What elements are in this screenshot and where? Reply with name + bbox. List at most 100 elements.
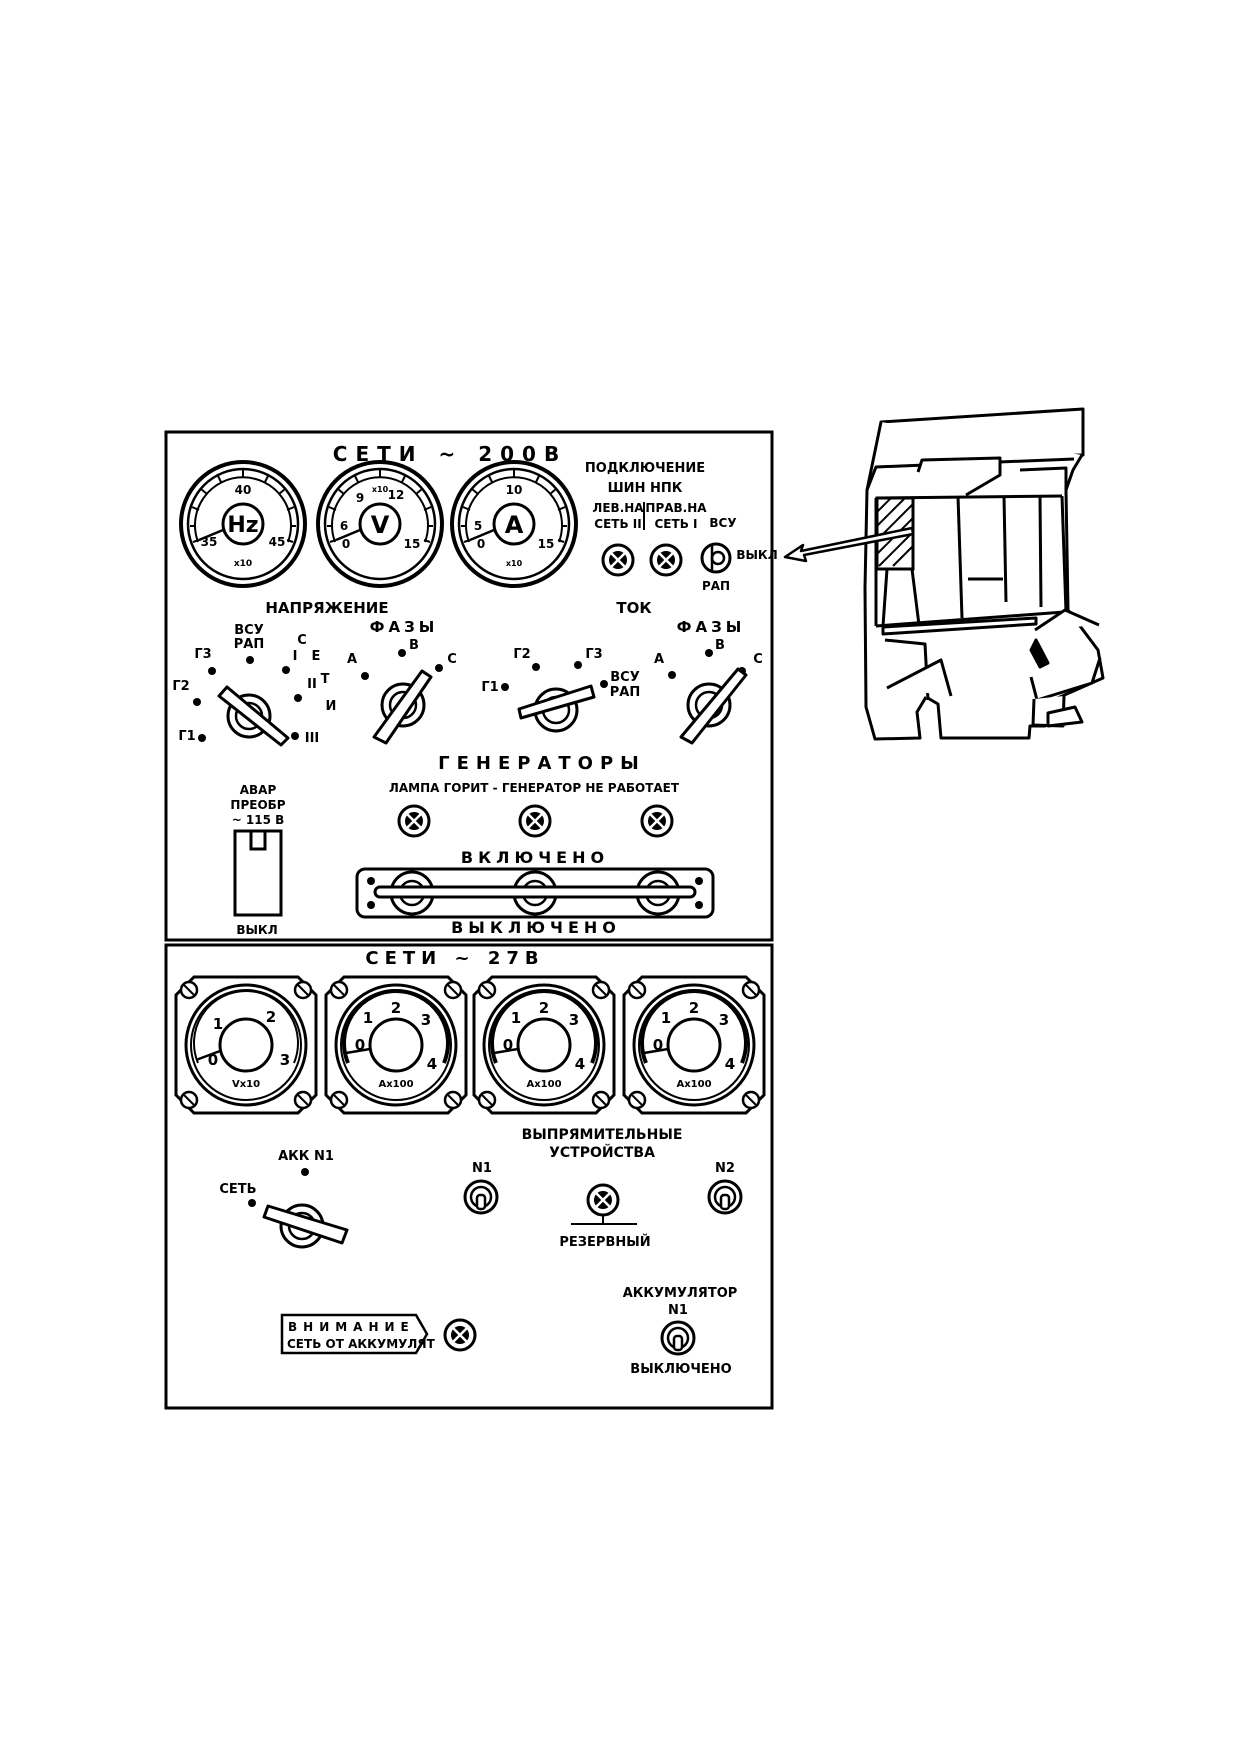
a-tick-0: 0: [477, 537, 485, 551]
voltage-gauge: V 0 6 9 12 15 x10: [316, 460, 444, 588]
current-section-label: ТОК: [616, 599, 652, 617]
sw1-t: Т: [321, 672, 330, 687]
sw1-c: С: [297, 633, 307, 648]
generators-label: ГЕНЕРАТОРЫ: [438, 753, 646, 774]
npk-title-1: ПОДКЛЮЧЕНИЕ: [585, 461, 705, 476]
ga2-unit: Ax100: [526, 1079, 561, 1090]
ga3-tick-1: 1: [661, 1009, 671, 1027]
gv-unit: Vx10: [232, 1079, 260, 1090]
generator-3-lamp[interactable]: [640, 804, 674, 838]
sw1-e: Е: [312, 649, 321, 664]
vsu-rap-switch[interactable]: [700, 542, 732, 574]
hz-tick-45: 45: [269, 535, 286, 549]
avar-converter-switch[interactable]: [233, 829, 283, 917]
battery-warning-lamp[interactable]: [443, 1318, 477, 1352]
sw2-c: С: [447, 652, 457, 667]
reserve-label: РЕЗЕРВНЫЙ: [559, 1234, 650, 1250]
source-selector-27[interactable]: [262, 1203, 349, 1249]
sw1-g3: Г3: [194, 647, 211, 662]
gauge-27-amp-1: 0 1 2 3 4 Ax100: [324, 975, 468, 1115]
hz-tick-35: 35: [201, 535, 218, 549]
sw2-b: В: [409, 638, 419, 653]
battery-label: АККУМУЛЯТОР: [623, 1286, 738, 1301]
sw1-r1: I: [293, 649, 298, 664]
npk-right-2: СЕТЬ I: [655, 517, 698, 531]
sw3-vsu: ВСУ: [610, 670, 639, 685]
gv-tick-2: 2: [266, 1008, 276, 1026]
a-unit: A: [505, 511, 524, 539]
ga2-tick-3: 3: [569, 1011, 579, 1029]
battery-toggle[interactable]: [660, 1320, 696, 1356]
phases-label-1: ФАЗЫ: [370, 618, 439, 636]
generator-1-lamp[interactable]: [397, 804, 431, 838]
v-tick-15: 15: [404, 537, 421, 551]
set-dot: [248, 1199, 256, 1207]
a-multiplier: x10: [506, 559, 523, 568]
ga1-tick-0: 0: [355, 1036, 365, 1054]
ga2-tick-4: 4: [575, 1055, 585, 1073]
avar-label-3: ~ 115 В: [232, 813, 285, 827]
gauge-27-amp-2: 0 1 2 3 4 Ax100: [472, 975, 616, 1115]
panel-27-frame: [164, 943, 774, 1410]
sw1-vsu: ВСУ: [234, 623, 263, 638]
voltage-phase-selector[interactable]: А В С: [347, 638, 457, 745]
hz-unit: Hz: [227, 513, 258, 538]
panel-200-frame: [164, 430, 774, 942]
warning-text: СЕТЬ ОТ АККУМУЛЯТ: [287, 1337, 436, 1351]
gv-tick-0: 0: [208, 1051, 218, 1069]
reserve-lamp[interactable]: [586, 1183, 620, 1217]
hz-tick-40: 40: [235, 483, 252, 497]
npk-rap-label: РАП: [702, 579, 730, 593]
current-source-selector[interactable]: Г2 Г3 Г1 ВСУ РАП: [481, 647, 640, 733]
generators-on-label: ВКЛЮЧЕНО: [461, 848, 609, 867]
npk-left-2: СЕТЬ II: [594, 517, 641, 531]
rectifier-n2-toggle[interactable]: [707, 1179, 743, 1215]
avar-label-1: АВАР: [240, 783, 277, 797]
sw1-r2: II: [307, 677, 317, 692]
avar-off-label: ВЫКЛ: [236, 923, 277, 937]
battery-warning-sign: ВНИМАНИЕ СЕТЬ ОТ АККУМУЛЯТ: [280, 1313, 436, 1355]
sw1-i: И: [326, 699, 337, 714]
v-tick-6: 6: [340, 519, 348, 533]
rectifier-n1-label: N1: [472, 1161, 492, 1176]
v-multiplier: x10: [372, 485, 389, 494]
cockpit-location-sketch: [863, 407, 1105, 741]
npk-right-lamp[interactable]: [649, 543, 683, 577]
rectifier-n2-label: N2: [715, 1161, 735, 1176]
ga3-tick-2: 2: [689, 999, 699, 1017]
npk-left-lamp[interactable]: [601, 543, 635, 577]
rectifiers-label-1: ВЫПРЯМИТЕЛЬНЫЕ: [522, 1127, 683, 1143]
reserve-bracket: [571, 1215, 637, 1225]
generator-lamp-note: ЛАМПА ГОРИТ - ГЕНЕРАТОР НЕ РАБОТАЕТ: [389, 781, 680, 795]
current-phase-selector[interactable]: А В С: [654, 638, 763, 745]
sw1-rap: РАП: [234, 637, 264, 652]
sw4-c: С: [753, 652, 763, 667]
voltage-source-selector[interactable]: Г3 ВСУ РАП Г2 Г1 С I Е Т II И III: [172, 623, 337, 747]
ga1-tick-1: 1: [363, 1009, 373, 1027]
voltage-section-label: НАПРЯЖЕНИЕ: [265, 599, 388, 617]
gauge-27-volt: 0 1 2 3 Vx10: [174, 975, 318, 1115]
ga2-tick-2: 2: [539, 999, 549, 1017]
ga1-tick-4: 4: [427, 1055, 437, 1073]
ga3-tick-0: 0: [653, 1036, 663, 1054]
a-tick-5: 5: [474, 519, 482, 533]
a-tick-15: 15: [538, 537, 555, 551]
sw4-a: А: [654, 652, 664, 667]
generator-2-lamp[interactable]: [518, 804, 552, 838]
ga2-tick-1: 1: [511, 1009, 521, 1027]
warning-title: ВНИМАНИЕ: [288, 1320, 415, 1334]
sw3-rap: РАП: [610, 685, 640, 700]
sw2-a: А: [347, 652, 357, 667]
gv-tick-1: 1: [213, 1015, 223, 1033]
frequency-gauge: Hz 35 40 45 x10: [179, 460, 307, 588]
npk-title-2: ШИН НПК: [608, 481, 683, 496]
akk-n1-dot: [301, 1168, 309, 1176]
ga3-tick-3: 3: [719, 1011, 729, 1029]
battery-off-label: ВЫКЛЮЧЕНО: [630, 1362, 731, 1377]
sw1-r3: III: [305, 731, 320, 746]
generator-toggle-bar[interactable]: [355, 867, 715, 919]
akk-n1-label: АКК N1: [278, 1149, 334, 1164]
v-tick-0: 0: [342, 537, 350, 551]
rectifier-n1-toggle[interactable]: [463, 1179, 499, 1215]
